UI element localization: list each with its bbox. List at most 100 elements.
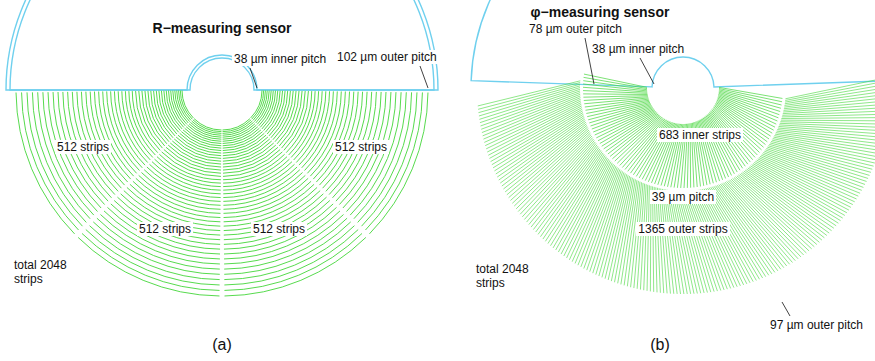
- pitch-note: 38 µm inner pitch: [232, 52, 328, 66]
- phi-outer-strip: [561, 160, 610, 254]
- phi-outer-strip: [743, 172, 827, 235]
- phi-outer-strip: [564, 162, 611, 256]
- pitch-note: 102 µm outer pitch: [335, 50, 439, 64]
- r-strip: [223, 167, 297, 198]
- panel-caption: (b): [648, 336, 672, 354]
- r-strip: [224, 207, 337, 254]
- phi-outer-strip: [760, 156, 857, 199]
- phi-outer-strip: [782, 114, 875, 117]
- phi-outer-strip: [728, 181, 801, 257]
- sensor-outline: [6, 0, 438, 90]
- phi-outer-strip: [785, 77, 875, 99]
- phi-outer-strip: [524, 141, 594, 220]
- r-strip: [224, 184, 314, 221]
- r-strip: [307, 91, 341, 173]
- phi-inner-strip: [583, 93, 647, 95]
- phi-inner-strip: [592, 107, 652, 129]
- r-strip: [107, 91, 140, 170]
- leader-line: [420, 66, 428, 88]
- phi-outer-strip: [520, 138, 593, 215]
- phi-outer-strip: [733, 178, 810, 251]
- r-strip: [362, 92, 417, 226]
- r-strip: [305, 91, 338, 170]
- r-strip: [299, 91, 330, 165]
- r-strip: [141, 173, 220, 206]
- phi-outer-strip: [491, 109, 583, 161]
- phi-outer-strip: [747, 169, 834, 228]
- phi-outer-strip: [755, 161, 849, 210]
- r-strip: [224, 218, 347, 269]
- r-strip: [125, 91, 152, 157]
- r-strip: [224, 215, 343, 264]
- pitch-note: 38 µm inner pitch: [590, 42, 686, 56]
- phi-outer-strip: [661, 189, 671, 294]
- phi-outer-strip: [757, 160, 851, 207]
- r-strip: [127, 187, 220, 226]
- phi-outer-strip: [482, 94, 580, 132]
- r-strip: [129, 91, 155, 155]
- phi-outer-strip: [543, 152, 602, 239]
- r-strip: [223, 154, 285, 180]
- phi-outer-strip: [478, 81, 580, 106]
- phi-outer-strip: [754, 162, 847, 212]
- r-strip: [99, 92, 134, 177]
- r-strip: [121, 194, 221, 235]
- r-strip: [157, 157, 221, 183]
- phi-outer-strip: [558, 159, 608, 252]
- r-strip: [310, 92, 345, 177]
- r-strip: [358, 92, 412, 222]
- sensor-title: R−measuring sensor: [151, 20, 294, 36]
- phi-sensor-strips: [471, 0, 875, 294]
- phi-outer-strip: [737, 176, 817, 245]
- r-strip: [313, 92, 349, 180]
- phi-outer-strip: [667, 190, 684, 294]
- phi-outer-strip: [694, 190, 737, 286]
- phi-outer-strip: [734, 178, 812, 249]
- r-strip: [93, 222, 219, 274]
- phi-outer-strip: [522, 139, 593, 217]
- phi-outer-strip: [735, 177, 814, 247]
- r-strip: [22, 92, 79, 230]
- r-strip: [86, 230, 220, 285]
- sensor-title: φ−measuring sensor: [529, 4, 672, 20]
- phi-outer-strip: [518, 136, 592, 211]
- phi-outer-strip: [780, 123, 875, 127]
- phi-outer-strip: [644, 185, 648, 290]
- r-strip: [319, 92, 358, 185]
- phi-outer-strip: [481, 91, 581, 126]
- r-strip: [144, 170, 220, 202]
- total-count: total 2048 strips: [474, 262, 560, 290]
- phi-inner-strip: [583, 91, 647, 94]
- strip-count: 1365 outer strips: [636, 222, 729, 236]
- phi-outer-strip: [689, 191, 727, 289]
- phi-inner-strip: [584, 97, 648, 101]
- phi-outer-strip: [781, 120, 875, 122]
- r-sensor-strips: [6, 0, 438, 296]
- leader-line: [640, 58, 654, 84]
- phi-outer-strip: [763, 153, 862, 191]
- r-strip: [223, 157, 287, 183]
- phi-outer-strip: [676, 191, 701, 293]
- pitch-note: 97 µm outer pitch: [768, 318, 865, 332]
- r-strip: [147, 167, 221, 198]
- sector-count: 512 strips: [137, 222, 193, 236]
- phi-outer-strip: [488, 106, 581, 155]
- r-strip: [223, 175, 305, 209]
- phi-outer-strip: [479, 86, 580, 116]
- phi-outer-strip: [771, 142, 874, 167]
- phi-inner-strip: [587, 102, 650, 116]
- r-strip: [16, 93, 75, 234]
- phi-outer-strip: [536, 148, 599, 232]
- phi-outer-strip: [778, 128, 875, 137]
- r-strip: [224, 181, 312, 217]
- phi-outer-strip: [581, 168, 619, 267]
- pitch-note: 39 µm pitch: [650, 190, 716, 204]
- r-strip: [114, 91, 145, 165]
- r-strip: [118, 91, 148, 162]
- r-strip: [152, 162, 221, 190]
- phi-outer-strip: [531, 145, 597, 227]
- r-strip: [286, 91, 312, 153]
- r-strip: [104, 211, 220, 259]
- r-strip: [223, 162, 292, 190]
- phi-outer-strip: [785, 84, 875, 102]
